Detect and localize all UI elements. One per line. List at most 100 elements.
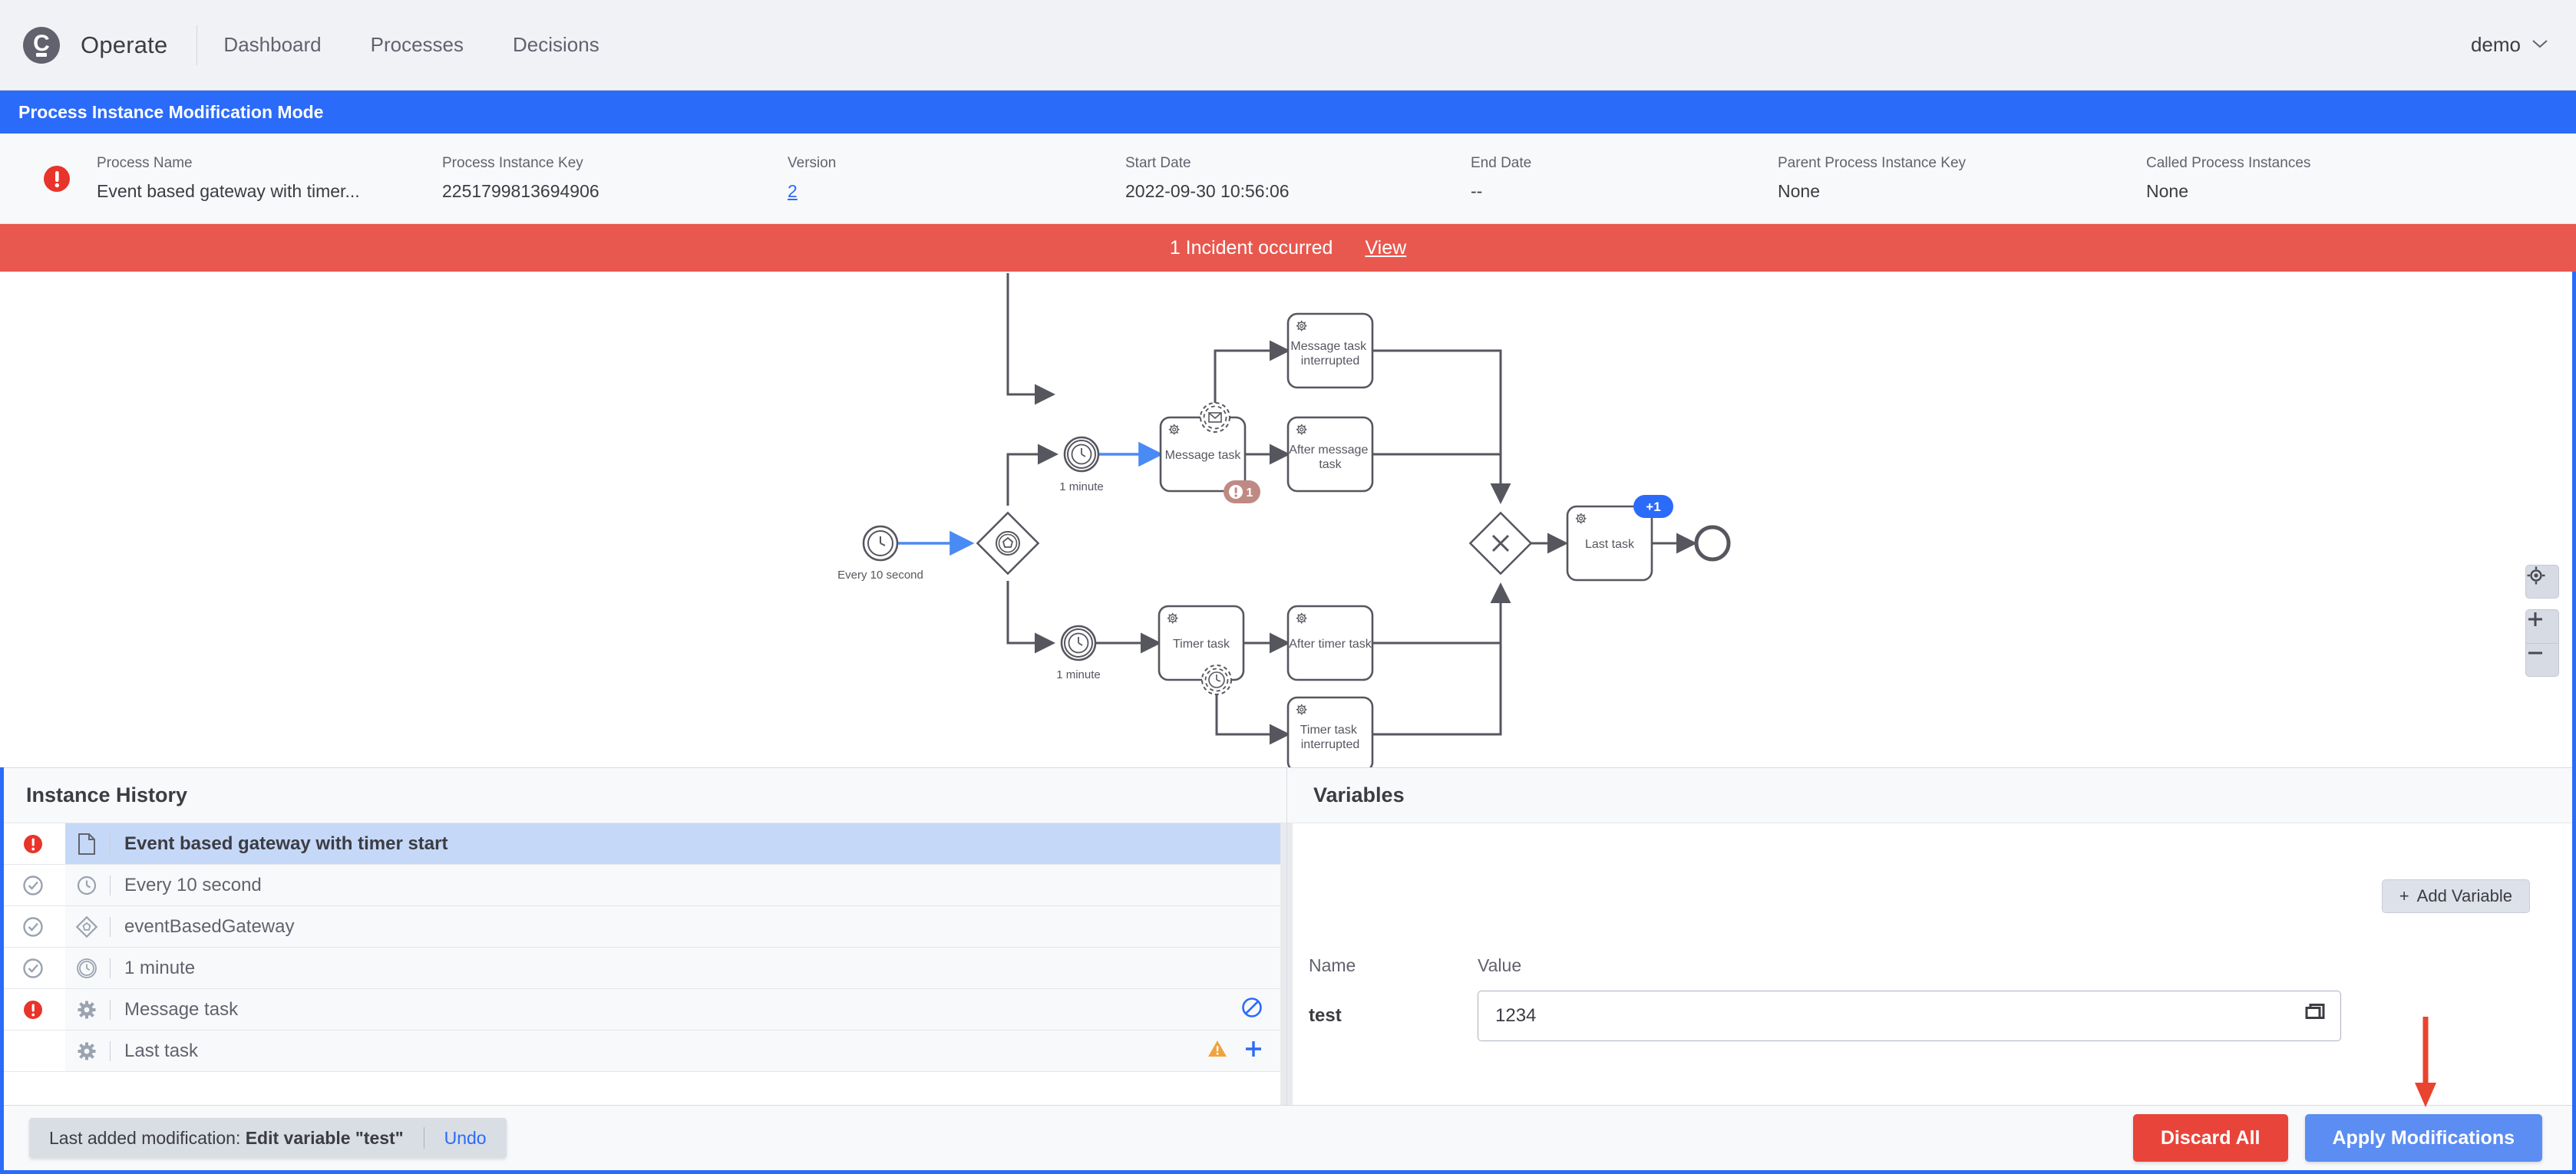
row-divider [110,833,111,854]
timer-top-label: 1 minute [1059,480,1104,493]
row-status-none [0,1031,65,1071]
zoom-out-button[interactable] [2525,643,2559,677]
instance-history-scrollbar[interactable] [1280,823,1286,1106]
row-actions [1240,996,1286,1023]
meta-called-process-instances: Called Process Instances None [2146,155,2453,202]
chevron-down-icon [2531,37,2548,53]
instance-meta-bar: Process Name Event based gateway with ti… [0,134,2576,224]
history-row-event-based-gateway[interactable]: eventBasedGateway [0,906,1286,948]
cancel-flow-node-icon[interactable] [1240,996,1263,1023]
task-message-task-interrupted: Message task interrupted [1286,312,1374,389]
variables-column-headers: Name Value [1287,955,2576,976]
plus-icon: + [2399,886,2409,905]
history-row-every-10-second[interactable]: Every 10 second [0,865,1286,906]
modification-mode-title: Process Instance Modification Mode [18,101,324,122]
meta-label: Process Name [97,155,193,171]
meta-end-date: End Date -- [1471,155,1778,202]
discard-all-button[interactable]: Discard All [2132,1114,2288,1162]
incident-view-link[interactable]: View [1365,236,1407,259]
row-divider [110,875,111,895]
meta-version: Version 2 [788,155,1125,202]
bpmn-diagram-canvas[interactable]: Every 10 second 1 minute [0,272,2576,767]
nav-item-decisions[interactable]: Decisions [513,33,599,56]
instance-history-panel: Instance History [0,768,1287,1106]
nav-item-processes[interactable]: Processes [370,33,464,56]
meta-process-name: Process Name Event based gateway with ti… [97,155,442,202]
apply-modifications-button[interactable]: Apply Modifications [2304,1114,2542,1162]
process-file-icon [65,833,108,856]
row-body: eventBasedGateway [65,906,1286,947]
instance-history-rows: Event based gateway with timer start [0,823,1286,1072]
meta-columns: Process Name Event based gateway with ti… [97,155,2453,202]
start-event-label: Every 10 second [837,569,923,582]
meta-label: Start Date [1125,155,1191,171]
reset-zoom-button[interactable] [2525,565,2559,599]
history-row-process[interactable]: Event based gateway with timer start [0,823,1286,865]
meta-start-date: Start Date 2022-09-30 10:56:06 [1125,155,1471,202]
meta-value: None [2146,181,2188,201]
task-message-task: Message task [1159,416,1247,493]
add-variable-label: Add Variable [2416,886,2512,905]
boundary-message-event [1200,402,1230,433]
variable-value-input[interactable]: 1234 [1478,991,2341,1041]
task-after-message-task: After message task [1286,416,1374,493]
timer-start-event-icon [65,874,108,897]
meta-process-instance-key: Process Instance Key 2251799813694906 [442,155,788,202]
column-header-name: Name [1309,955,1356,975]
meta-version-link[interactable]: 2 [788,181,798,201]
after-timer-task-label: After timer task [1289,638,1372,651]
modification-badge-count: +1 [1646,500,1660,514]
instance-history-header: Instance History [0,768,1286,823]
brand-area[interactable]: C Operate [0,26,167,64]
service-task-gear-icon [65,999,108,1021]
variable-name: test [1309,1005,1342,1026]
row-body: 1 minute [65,948,1286,988]
user-name: demo [2470,33,2521,56]
history-row-last-task[interactable]: Last task [0,1031,1286,1072]
add-variable-button[interactable]: + Add Variable [2381,879,2530,913]
modification-footer: Last added modification: Edit variable "… [0,1105,2576,1170]
row-status-incident-icon [0,823,65,864]
modification-mode-left-border [0,767,4,1174]
nav-item-dashboard[interactable]: Dashboard [223,33,322,56]
task-timer-task-interrupted: Timer task interrupted [1286,696,1374,767]
add-flow-node-icon[interactable] [1243,1039,1263,1063]
modification-mode-banner: Process Instance Modification Mode [0,91,2576,134]
row-divider [110,958,111,978]
meta-value: 2022-09-30 10:56:06 [1125,181,1290,201]
meta-value: 2251799813694906 [442,181,599,201]
history-row-message-task[interactable]: Message task [0,989,1286,1031]
zoom-in-button[interactable] [2525,609,2559,643]
top-navigation: C Operate Dashboard Processes Decisions … [0,0,2576,91]
last-task-label: Last task [1585,538,1635,551]
meta-value: -- [1471,181,1483,201]
last-modification-text: Last added modification: Edit variable "… [49,1128,404,1149]
open-editor-icon[interactable] [2304,1002,2327,1031]
user-menu[interactable]: demo [2471,33,2576,57]
camunda-logo-icon: C [23,26,60,64]
plus-icon [2528,612,2542,626]
task-timer-task: Timer task [1158,605,1245,681]
history-row-1-minute[interactable]: 1 minute [0,948,1286,989]
meta-value: None [1778,181,1820,201]
annotation-arrow-icon [2410,1017,2441,1113]
variables-panel: Variables + Add Variable Name Value test… [1287,768,2576,1106]
svg-text:Timer task interru: Timer task interrupted [1300,724,1361,751]
variable-row: test 1234 [1287,991,2576,1041]
boundary-timer-event [1201,664,1232,695]
meta-label: Process Instance Key [442,155,583,171]
timer-catch-event-top [1063,436,1100,473]
undo-button[interactable]: Undo [444,1127,487,1148]
row-status-completed-icon [0,906,65,947]
variable-value-text: 1234 [1495,1005,1537,1026]
row-status-completed-icon [0,865,65,905]
logo-letter: C [33,30,50,56]
service-task-gear-icon [65,1040,108,1062]
crosshair-icon [2527,566,2545,585]
variables-left-edge [1287,823,1293,1106]
warning-icon[interactable] [1207,1039,1228,1063]
variables-title: Variables [1313,783,1405,806]
meta-label: Called Process Instances [2146,155,2311,171]
row-body: Every 10 second [65,865,1286,905]
